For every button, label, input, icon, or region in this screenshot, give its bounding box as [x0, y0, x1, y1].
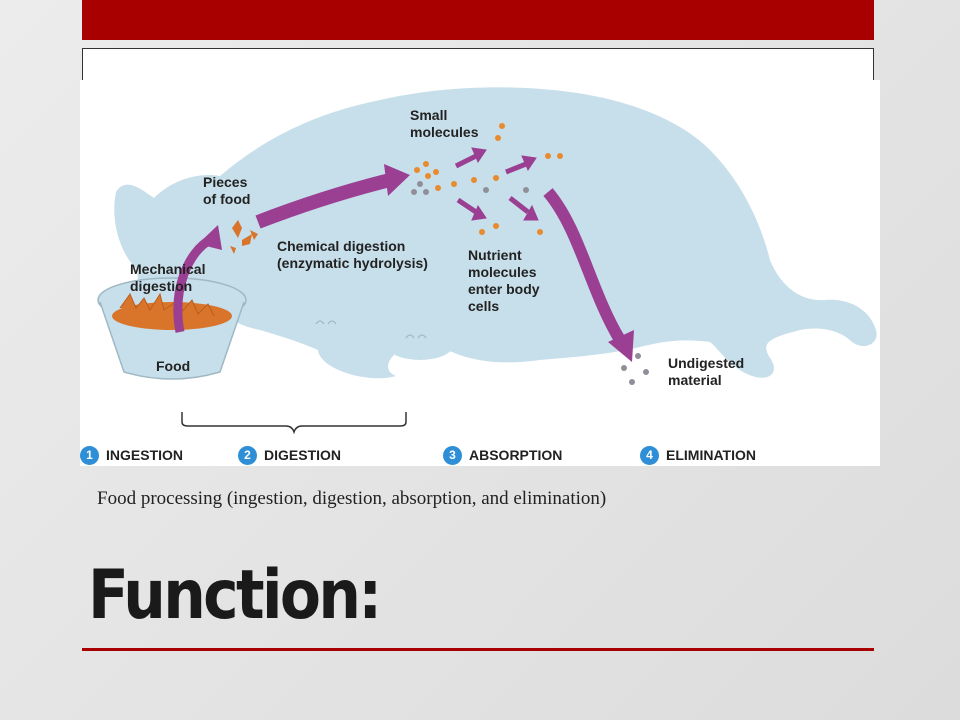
figure-caption: Food processing (ingestion, digestion, a…: [97, 488, 607, 509]
stage-number-badge: 2: [238, 445, 257, 465]
cat-body: [114, 87, 877, 379]
stage-label: ABSORPTION: [469, 447, 563, 463]
stage-absorption: 3 ABSORPTION: [443, 444, 562, 466]
stage-label: ELIMINATION: [666, 447, 756, 463]
stage-number-badge: 3: [443, 445, 462, 465]
label-food: Food: [156, 358, 191, 374]
label-small-molecules: Small molecules: [410, 107, 479, 140]
title-underline: [82, 648, 874, 651]
undigested-dots: [621, 353, 649, 385]
label-nutrient-molecules: Nutrient molecules enter body cells: [468, 247, 540, 314]
top-accent-bar: [82, 0, 874, 40]
rear-paw: [386, 328, 454, 360]
stage-ingestion: 1 INGESTION: [80, 444, 183, 466]
molecule-cluster: [411, 123, 563, 195]
absorption-arrows: [454, 147, 539, 221]
stage-elimination: 4 ELIMINATION: [640, 444, 756, 466]
stage-number-badge: 4: [640, 445, 659, 465]
label-pieces-of-food: Pieces of food: [203, 174, 251, 207]
label-chemical-digestion: Chemical digestion (enzymatic hydrolysis…: [277, 238, 428, 271]
food-processing-diagram: Pieces of food Mechanical digestion Food…: [80, 80, 880, 466]
bracket: [181, 412, 407, 435]
label-mechanical-digestion: Mechanical digestion: [130, 261, 206, 294]
stage-label: INGESTION: [106, 447, 184, 463]
arrow-mechanical: [198, 225, 222, 250]
front-paw: [302, 316, 358, 344]
slide-title: Function:: [88, 556, 382, 635]
stage-label: DIGESTION: [264, 447, 342, 463]
stage-number-badge: 1: [80, 445, 99, 465]
arrow-elimination: [608, 330, 634, 362]
stage-digestion: 2 DIGESTION: [238, 444, 341, 466]
figure-frame: [82, 48, 874, 80]
arrow-chemical: [384, 164, 410, 196]
label-undigested-material: Undigested material: [668, 355, 745, 388]
diagram-graphic: [97, 87, 877, 435]
